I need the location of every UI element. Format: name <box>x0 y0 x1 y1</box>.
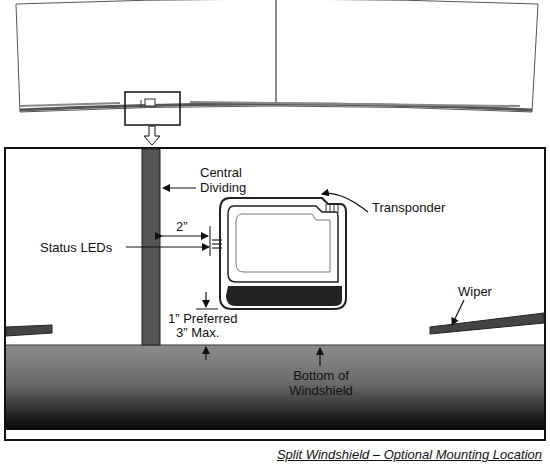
detail-view <box>5 148 545 440</box>
caption: Split Windshield – Optional Mounting Loc… <box>277 447 542 462</box>
dimension: 1” Preferred <box>168 311 268 326</box>
thumbnail-windshield <box>16 0 538 145</box>
part-label: Transponder <box>372 200 472 215</box>
dimension: 3” Max. <box>176 325 246 340</box>
transponder <box>212 198 346 309</box>
dimension: 2” <box>176 219 206 234</box>
led-label: Status LEDs <box>40 240 124 255</box>
pillar-label: Central Dividing <box>200 165 270 195</box>
edge-label: Bottom of Windshield <box>262 368 380 398</box>
part-label: Wiper <box>458 284 518 299</box>
